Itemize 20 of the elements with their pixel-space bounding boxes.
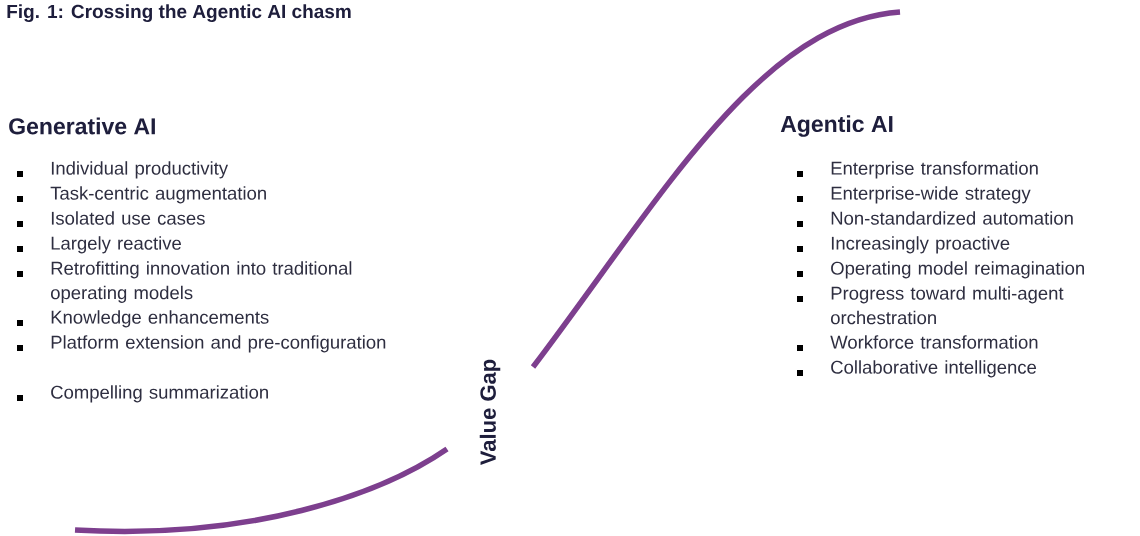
bullet-item: Knowledge enhancements — [17, 310, 269, 328]
bullet-item: Compelling summarization — [17, 385, 268, 403]
bullet-item: Isolated use cases — [17, 211, 205, 227]
bullet-item: Collaborative intelligence — [797, 360, 1037, 378]
bullet-item: Enterprise-wide strategy — [797, 186, 1031, 204]
bullet-item: Retrofitting innovation into traditional operating models — [17, 261, 352, 303]
bullet-item: Largely reactive — [17, 236, 181, 254]
bullet-item: Enterprise transformation — [797, 161, 1038, 179]
bullet-item: Individual productivity — [17, 161, 229, 179]
bullet-item: Progress toward multi-agent orchestration — [797, 286, 1064, 325]
title: Fig. 1: Crossing the Agentic AI chasm — [7, 4, 351, 22]
bullet-item: Operating model reimagination — [797, 261, 1084, 279]
bullet-item: Increasingly proactive — [797, 236, 1010, 254]
bullet-item: Platform extension and pre-configuration — [17, 335, 386, 353]
section-heading: Generative AI — [9, 117, 155, 135]
bullet-item: Non-standardized automation — [797, 211, 1073, 227]
bullet-item: Workforce transformation — [797, 335, 1038, 351]
gap-label: Value Gap — [479, 359, 501, 466]
section-heading: Agentic AI — [780, 115, 893, 137]
bullet-item: Task-centric augmentation — [17, 186, 266, 204]
